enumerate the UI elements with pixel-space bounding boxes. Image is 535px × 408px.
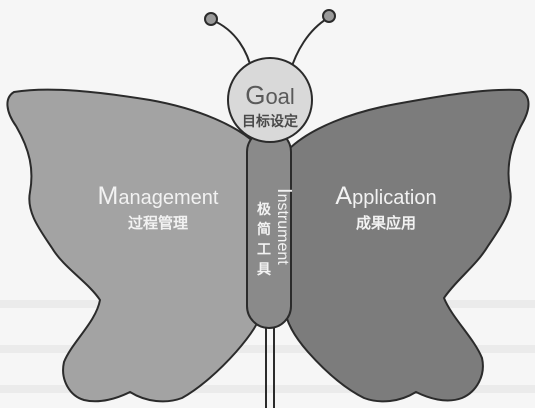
application-label: Application 成果应用 [335, 182, 436, 232]
application-cn: 成果应用 [356, 214, 416, 232]
svg-text:Application: Application [335, 182, 436, 210]
instrument-initial: I [273, 188, 295, 194]
svg-text:Management: Management [98, 182, 219, 210]
svg-text:Instrument: Instrument [273, 188, 295, 265]
goal-initial: G [245, 80, 265, 110]
instrument-label: Instrument 极 简 工 具 [256, 188, 295, 278]
application-initial: A [335, 182, 352, 210]
butterfly-tail [265, 325, 275, 408]
goal-rest: oal [265, 84, 294, 109]
butterfly-head [227, 57, 313, 143]
management-label: Management 过程管理 [98, 182, 219, 232]
management-cn: 过程管理 [128, 214, 188, 232]
right-wing [282, 88, 530, 403]
instrument-cn-1: 极 [257, 201, 272, 218]
goal-cn: 目标设定 [242, 113, 298, 130]
application-rest: pplication [352, 187, 437, 209]
instrument-cn-2: 简 [257, 221, 271, 238]
antenna-left-tip [204, 12, 218, 26]
instrument-cn-4: 具 [256, 262, 271, 278]
goal-label: Goal 目标设定 [242, 80, 298, 130]
instrument-cn-3: 工 [257, 242, 271, 258]
left-wing [6, 88, 266, 403]
management-rest: anagement [118, 187, 219, 209]
management-initial: M [98, 182, 119, 210]
antenna-right-tip [322, 9, 336, 23]
svg-text:Goal: Goal [245, 80, 295, 110]
instrument-rest: nstrument [274, 194, 291, 266]
